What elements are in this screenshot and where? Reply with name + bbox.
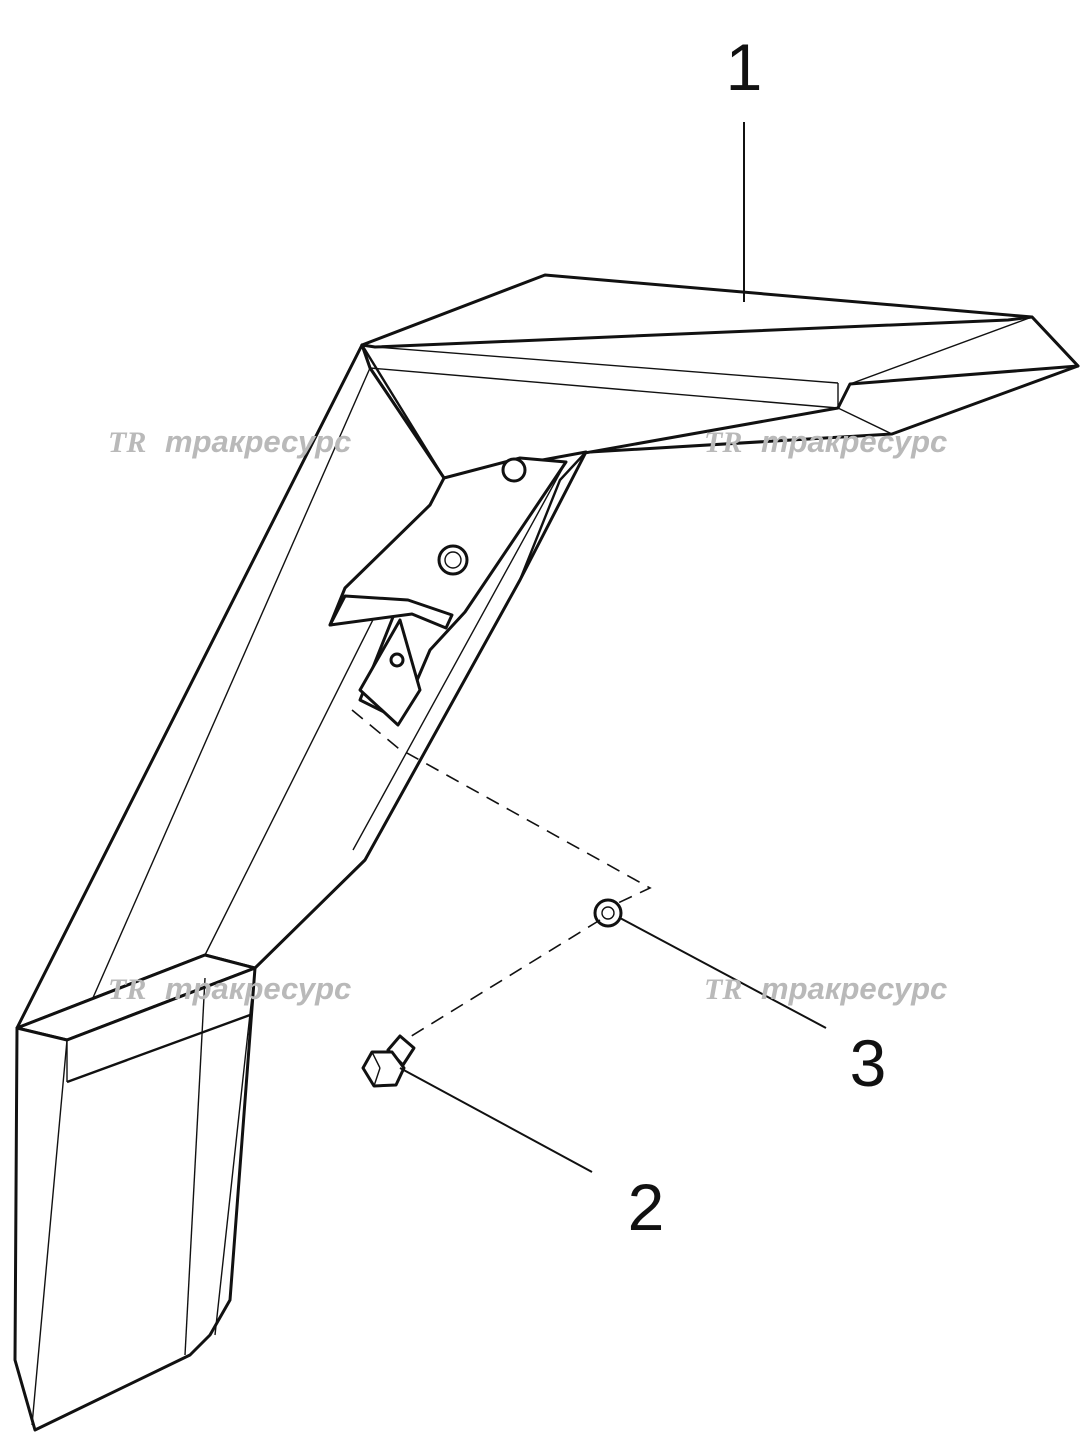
washer: [593, 898, 623, 928]
watermark-logo: TR: [704, 426, 742, 459]
callout-3: 3: [850, 1026, 887, 1100]
watermark-text: тракресурс: [761, 971, 947, 1006]
fender-bolt-head: [437, 544, 469, 576]
callout-1: 1: [726, 30, 763, 104]
watermark: TR тракресурс: [108, 424, 351, 459]
fender-bolt-head: [501, 457, 527, 483]
watermark: TR тракресурс: [108, 971, 351, 1006]
bracket-tab: [328, 594, 454, 630]
bolt-part-2: [361, 1034, 416, 1088]
assembly-line-bolt: [404, 919, 601, 1041]
bracket-plate: [358, 618, 422, 727]
watermark-text: тракресурс: [761, 424, 947, 459]
watermark-logo: TR: [108, 973, 146, 1006]
fender-lower-face: [13, 966, 257, 1432]
watermark: TR тракресурс: [704, 971, 947, 1006]
watermark: TR тракресурс: [704, 424, 947, 459]
assembly-line-washer: [351, 709, 652, 904]
fender-part-1: [13, 273, 1080, 1432]
leader-line-2: [399, 1067, 593, 1173]
watermark-logo: TR: [704, 973, 742, 1006]
callout-2: 2: [628, 1170, 665, 1244]
watermark-text: тракресурс: [165, 971, 351, 1006]
watermark-text: тракресурс: [165, 424, 351, 459]
leader-line-3: [619, 917, 827, 1029]
washer-part-3: [593, 898, 623, 928]
watermark-logo: TR: [108, 426, 146, 459]
mounting-hole: [389, 652, 405, 668]
